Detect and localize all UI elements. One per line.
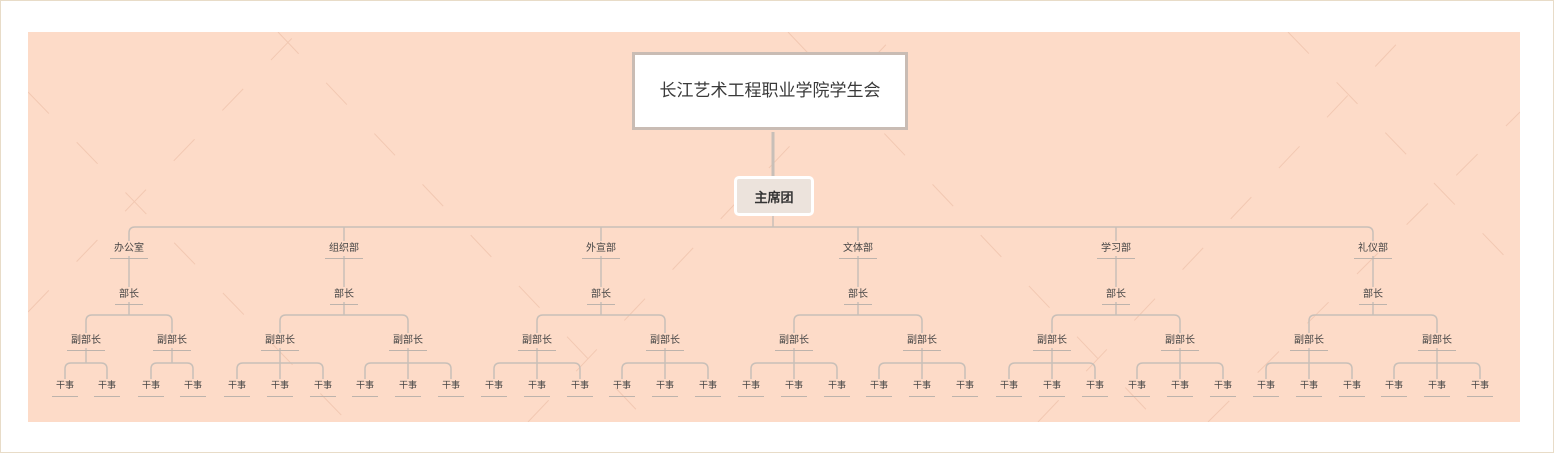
department-node[interactable]: 礼仪部 <box>1354 242 1392 259</box>
deputy-node[interactable]: 副部长 <box>67 334 105 351</box>
staff-node[interactable]: 干事 <box>266 380 294 397</box>
staff-node[interactable]: 干事 <box>351 380 379 397</box>
deputy-node[interactable]: 副部长 <box>775 334 813 351</box>
connector <box>150 362 194 379</box>
staff-node[interactable]: 干事 <box>694 380 722 397</box>
staff-node[interactable]: 干事 <box>51 380 79 397</box>
deputy-node[interactable]: 副部长 <box>153 334 191 351</box>
staff-node[interactable]: 干事 <box>1380 380 1408 397</box>
staff-node[interactable]: 干事 <box>865 380 893 397</box>
staff-node[interactable]: 干事 <box>93 380 121 397</box>
presidium-label: 主席团 <box>754 190 794 206</box>
head-node[interactable]: 部长 <box>115 288 143 305</box>
deputy-node[interactable]: 副部长 <box>1418 334 1456 351</box>
staff-node[interactable]: 干事 <box>951 380 979 397</box>
department-node[interactable]: 组织部 <box>325 242 363 259</box>
staff-node[interactable]: 干事 <box>1081 380 1109 397</box>
staff-node[interactable]: 干事 <box>1123 380 1151 397</box>
staff-node[interactable]: 干事 <box>394 380 422 397</box>
connector <box>279 314 409 333</box>
head-node[interactable]: 部长 <box>1359 288 1387 305</box>
deputy-node[interactable]: 副部长 <box>646 334 684 351</box>
department-node[interactable]: 文体部 <box>839 242 877 259</box>
staff-node[interactable]: 干事 <box>823 380 851 397</box>
department-node[interactable]: 外宣部 <box>582 242 620 259</box>
staff-node[interactable]: 干事 <box>908 380 936 397</box>
staff-node[interactable]: 干事 <box>480 380 508 397</box>
head-node[interactable]: 部长 <box>587 288 615 305</box>
deputy-node[interactable]: 副部长 <box>518 334 556 351</box>
connector <box>536 314 666 333</box>
head-node[interactable]: 部长 <box>1102 288 1130 305</box>
staff-node[interactable]: 干事 <box>137 380 165 397</box>
staff-node[interactable]: 干事 <box>1038 380 1066 397</box>
staff-node[interactable]: 干事 <box>1166 380 1194 397</box>
connector <box>793 314 923 333</box>
deputy-node[interactable]: 副部长 <box>261 334 299 351</box>
staff-node[interactable]: 干事 <box>437 380 465 397</box>
staff-node[interactable]: 干事 <box>608 380 636 397</box>
root-node[interactable]: 长江艺术工程职业学院学生会 <box>632 52 908 130</box>
staff-node[interactable]: 干事 <box>1423 380 1451 397</box>
staff-node[interactable]: 干事 <box>1295 380 1323 397</box>
connector <box>1051 314 1181 333</box>
staff-node[interactable]: 干事 <box>309 380 337 397</box>
staff-node[interactable]: 干事 <box>1209 380 1237 397</box>
head-node[interactable]: 部长 <box>844 288 872 305</box>
staff-node[interactable]: 干事 <box>523 380 551 397</box>
staff-node[interactable]: 干事 <box>1252 380 1280 397</box>
deputy-node[interactable]: 副部长 <box>1290 334 1328 351</box>
staff-node[interactable]: 干事 <box>179 380 207 397</box>
deputy-node[interactable]: 副部长 <box>903 334 941 351</box>
staff-node[interactable]: 干事 <box>566 380 594 397</box>
staff-node[interactable]: 干事 <box>1338 380 1366 397</box>
department-node[interactable]: 学习部 <box>1097 242 1135 259</box>
presidium-node[interactable]: 主席团 <box>734 176 814 216</box>
staff-node[interactable]: 干事 <box>1466 380 1494 397</box>
staff-node[interactable]: 干事 <box>780 380 808 397</box>
staff-node[interactable]: 干事 <box>651 380 679 397</box>
deputy-node[interactable]: 副部长 <box>1033 334 1071 351</box>
connector <box>85 314 173 333</box>
deputy-node[interactable]: 副部长 <box>389 334 427 351</box>
connector <box>64 362 108 379</box>
staff-node[interactable]: 干事 <box>223 380 251 397</box>
department-node[interactable]: 办公室 <box>110 242 148 259</box>
staff-node[interactable]: 干事 <box>737 380 765 397</box>
connector <box>128 226 1374 241</box>
staff-node[interactable]: 干事 <box>995 380 1023 397</box>
connector <box>1308 314 1438 333</box>
root-title: 长江艺术工程职业学院学生会 <box>659 81 881 101</box>
head-node[interactable]: 部长 <box>330 288 358 305</box>
deputy-node[interactable]: 副部长 <box>1161 334 1199 351</box>
